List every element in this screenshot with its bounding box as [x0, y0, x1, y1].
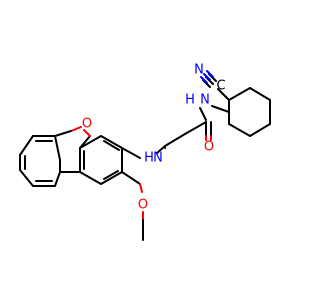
bond: [139, 183, 143, 193]
methylene-amine: H N: [121, 133, 186, 166]
bond: [121, 147, 141, 159]
bond: [249, 87, 271, 101]
atom-label-amide-h: H: [185, 93, 195, 108]
triple-bond-line: [206, 70, 214, 78]
atom-label-nitrile-n: N: [194, 63, 204, 78]
bond: [19, 135, 34, 156]
bond: [100, 135, 123, 149]
furan-ring: O: [54, 117, 92, 173]
nitrile-group: C N: [194, 63, 230, 101]
bond: [211, 105, 230, 113]
atom-label-nitrile-c: C: [216, 79, 225, 94]
carbonyl: O: [184, 121, 214, 155]
bond: [79, 135, 91, 149]
molecule-canvas: C N N H O H N: [19, 62, 271, 241]
bond: [228, 87, 251, 101]
bond: [79, 171, 102, 185]
amide-nh: N H: [185, 93, 230, 121]
bond: [156, 145, 166, 154]
bond: [54, 171, 61, 187]
triple-bond-line: [200, 76, 208, 84]
bond: [184, 121, 207, 135]
atom-label-amide-n: N: [200, 93, 210, 108]
atom-label-amine-n: N: [153, 151, 163, 166]
bond: [217, 88, 230, 101]
cyclohexane-ring: [228, 87, 271, 137]
inner-double-bond: [103, 140, 120, 151]
bond: [228, 123, 251, 137]
bond: [100, 171, 123, 185]
bond: [19, 169, 34, 187]
bond: [121, 171, 141, 185]
bond: [54, 130, 72, 137]
bond: [70, 126, 82, 132]
structure-diagram: C N N H O H N: [19, 63, 271, 241]
atom-label-methoxy-o: O: [138, 198, 148, 213]
atom-label-amine-h: H: [144, 151, 154, 166]
bond: [249, 123, 271, 137]
atom-label-amide-o: O: [204, 140, 214, 155]
bond: [164, 133, 186, 147]
bond: [54, 135, 61, 161]
inner-double-bond: [103, 170, 119, 180]
bond: [199, 107, 207, 121]
triple-bond-line: [203, 73, 211, 81]
bond: [83, 129, 91, 137]
right-benzene-ring: [79, 135, 123, 185]
left-benzene-ring: [19, 135, 61, 187]
atom-label-furan-o: O: [82, 117, 92, 132]
bond: [79, 135, 102, 149]
methoxy-group: O: [121, 171, 148, 241]
